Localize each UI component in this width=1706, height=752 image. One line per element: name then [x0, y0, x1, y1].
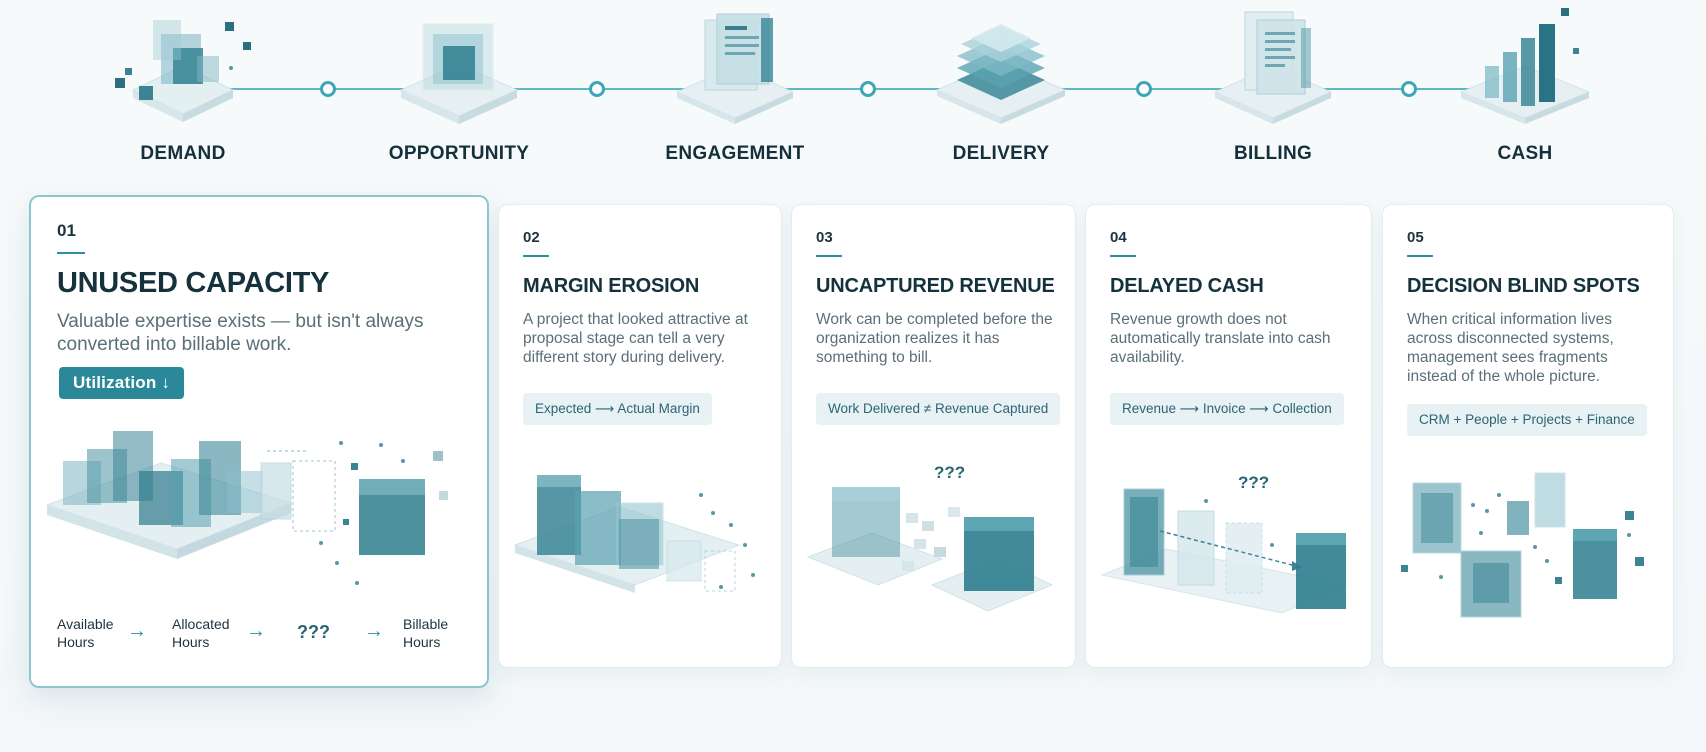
unknown-label: ??? [1238, 473, 1270, 492]
stage-label: CASH [1497, 143, 1553, 164]
systems-chip: CRM + People + Projects + Finance [1407, 404, 1647, 436]
pipeline-node [860, 81, 876, 97]
value-chain-pipeline: DEMAND OPPORTUNITY ENGAGEMENT [0, 0, 1706, 180]
card-number: 04 [1110, 229, 1127, 246]
card-divider [1110, 255, 1136, 257]
utilization-button[interactable]: Utilization ↓ [59, 367, 185, 399]
card-divider [57, 252, 85, 254]
card-description: Work can be completed before the organiz… [816, 311, 1053, 366]
pipeline-node [320, 81, 336, 97]
revenue-blocks-illustration [806, 487, 1054, 612]
stage-label: OPPORTUNITY [388, 143, 530, 164]
stage-label: BILLING [1233, 143, 1313, 164]
invoice-pages-icon [1213, 11, 1333, 124]
card-title: DECISION BLIND SPOTS [1407, 275, 1640, 297]
card-description: Revenue growth does not automatically tr… [1110, 311, 1331, 366]
card-title: MARGIN EROSION [523, 275, 700, 297]
stage-label: DELIVERY [952, 143, 1050, 164]
unknown-label: ??? [934, 463, 966, 482]
stage-label: ENGAGEMENT [665, 143, 805, 164]
flow-arrow-icon: → [127, 620, 147, 642]
card-title: DELAYED CASH [1110, 275, 1264, 297]
card-divider [1407, 255, 1433, 257]
glass-cube-icon [399, 23, 519, 124]
stage-engagement[interactable]: ENGAGEMENT [615, 0, 855, 170]
card-decision-blind-spots[interactable]: 05 DECISION BLIND SPOTS When critical in… [1382, 204, 1674, 668]
flow-step-unknown: ??? [297, 622, 330, 642]
margin-blocks-illustration [513, 475, 755, 593]
capacity-blocks-illustration [45, 431, 448, 585]
cash-chip: Revenue ⟶ Invoice ⟶ Collection [1110, 393, 1344, 425]
cubes-cluster-icon [115, 20, 251, 122]
card-description: A project that looked attractive at prop… [523, 311, 748, 366]
pipeline-node [1401, 81, 1417, 97]
card-margin-erosion[interactable]: 02 MARGIN EROSION A project that looked … [498, 204, 782, 668]
cash-flow-illustration [1100, 488, 1348, 614]
card-number: 03 [816, 229, 833, 246]
pipeline-node [1136, 81, 1152, 97]
card-unused-capacity[interactable]: 01 UNUSED CAPACITY Valuable expertise ex… [29, 195, 489, 688]
stage-cash[interactable]: CASH [1405, 0, 1645, 170]
card-description: When critical information lives across d… [1407, 311, 1614, 385]
bar-columns-icon [1459, 8, 1591, 124]
stage-delivery[interactable]: DELIVERY [881, 0, 1121, 170]
card-title: UNCAPTURED REVENUE [816, 275, 1055, 297]
revenue-chip: Work Delivered ≠ Revenue Captured [816, 393, 1061, 425]
card-uncaptured-revenue[interactable]: 03 UNCAPTURED REVENUE Work can be comple… [791, 204, 1076, 668]
stage-demand[interactable]: DEMAND [63, 0, 303, 170]
stage-label: DEMAND [140, 143, 226, 164]
card-number: 02 [523, 229, 540, 246]
documents-stack-icon [675, 13, 795, 124]
stage-billing[interactable]: BILLING [1153, 0, 1393, 170]
flow-arrow-icon: → [364, 620, 384, 642]
card-divider [816, 255, 842, 257]
margin-chip: Expected ⟶ Actual Margin [523, 393, 712, 425]
pipeline-node [589, 81, 605, 97]
flow-arrow-icon: → [246, 620, 266, 642]
card-divider [523, 255, 549, 257]
card-number: 05 [1407, 229, 1424, 246]
card-number: 01 [57, 221, 76, 240]
stage-opportunity[interactable]: OPPORTUNITY [339, 0, 579, 170]
card-delayed-cash[interactable]: 04 DELAYED CASH Revenue growth does not … [1085, 204, 1372, 668]
disconnected-systems-illustration [1401, 472, 1644, 618]
layered-stack-icon [935, 24, 1067, 124]
card-description: Valuable expertise exists — but isn't al… [57, 311, 424, 355]
card-title: UNUSED CAPACITY [57, 267, 330, 299]
